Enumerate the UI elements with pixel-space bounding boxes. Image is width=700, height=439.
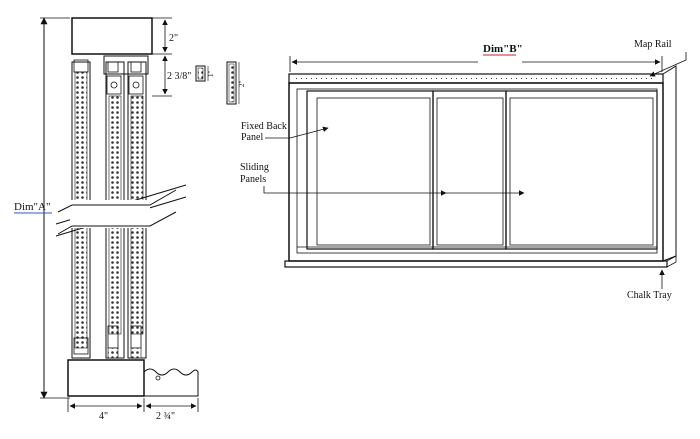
elevation-view: Dim"B" Map Rail Chalk Tray Fixed Back: [240, 39, 687, 301]
sliding-panel-middle: [432, 90, 507, 250]
sliding-label-1: Sliding: [240, 162, 269, 173]
dim-bottom-tray: 2 ¾": [156, 411, 175, 422]
dim-b-label: Dim"B": [483, 43, 523, 55]
dim-side-label: 2 3/8": [167, 71, 191, 82]
bottom-tray-section: [67, 359, 145, 397]
bottom-guides: [73, 325, 142, 359]
dim-top-label: 2": [169, 33, 178, 44]
fixed-back-label-2: Panel: [241, 132, 263, 143]
detail-dim-b: 2": [238, 81, 246, 88]
tray-wave-profile: [143, 368, 199, 397]
map-rail-label: Map Rail: [634, 39, 672, 50]
frame-side-depth: [662, 65, 677, 262]
profile-detail: 1" 2": [195, 61, 246, 105]
sliding-label-2: Panels: [240, 174, 266, 185]
section-view: Dim"A" 2" 2 3/8" 1" 2": [14, 17, 246, 422]
sliding-panel-right: [505, 90, 658, 250]
dim-a-label: Dim"A": [14, 201, 50, 213]
dim-bottom-width: 4": [99, 411, 108, 422]
top-header-box: [71, 17, 153, 55]
chalk-tray-label: Chalk Tray: [627, 290, 672, 301]
fixed-back-panel: [306, 90, 434, 250]
detail-dim-a: 1": [207, 71, 215, 78]
board-frame: [288, 82, 664, 262]
fixed-back-label-1: Fixed Back: [241, 121, 287, 132]
top-rollers: [73, 55, 149, 95]
chalk-tray: [284, 260, 668, 268]
break-lines: [55, 184, 187, 237]
